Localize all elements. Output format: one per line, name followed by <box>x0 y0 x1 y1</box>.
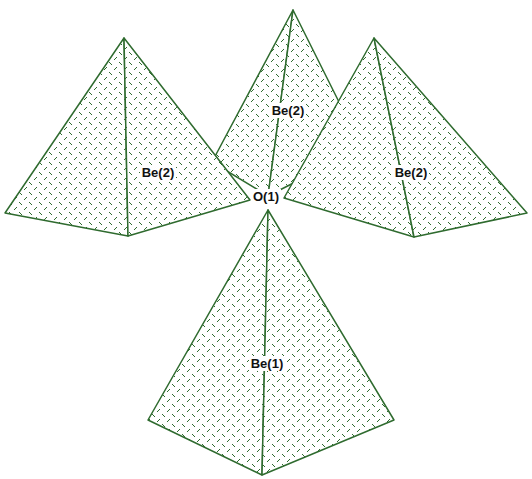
pyramid-face <box>262 210 394 475</box>
pyramid-polyhedron: Be(1) <box>146 208 396 477</box>
pyramid-face <box>374 38 527 237</box>
pyramid-face <box>5 38 128 236</box>
pyramid-outline <box>3 36 252 238</box>
pyramid-polyhedron: Be(2) <box>3 36 252 238</box>
atom-label: Be(2) <box>393 165 430 180</box>
atom-label: Be(2) <box>270 103 307 118</box>
atom-label: Be(1) <box>249 356 286 371</box>
atom-label: Be(2) <box>140 165 177 180</box>
atom-label: O(1) <box>251 189 281 204</box>
pyramid-face <box>124 38 250 236</box>
pyramid-outline <box>146 208 396 477</box>
pyramid-face <box>148 210 268 475</box>
pyramid-outline <box>282 36 529 239</box>
pyramid-polyhedron: Be(2) <box>282 36 529 239</box>
